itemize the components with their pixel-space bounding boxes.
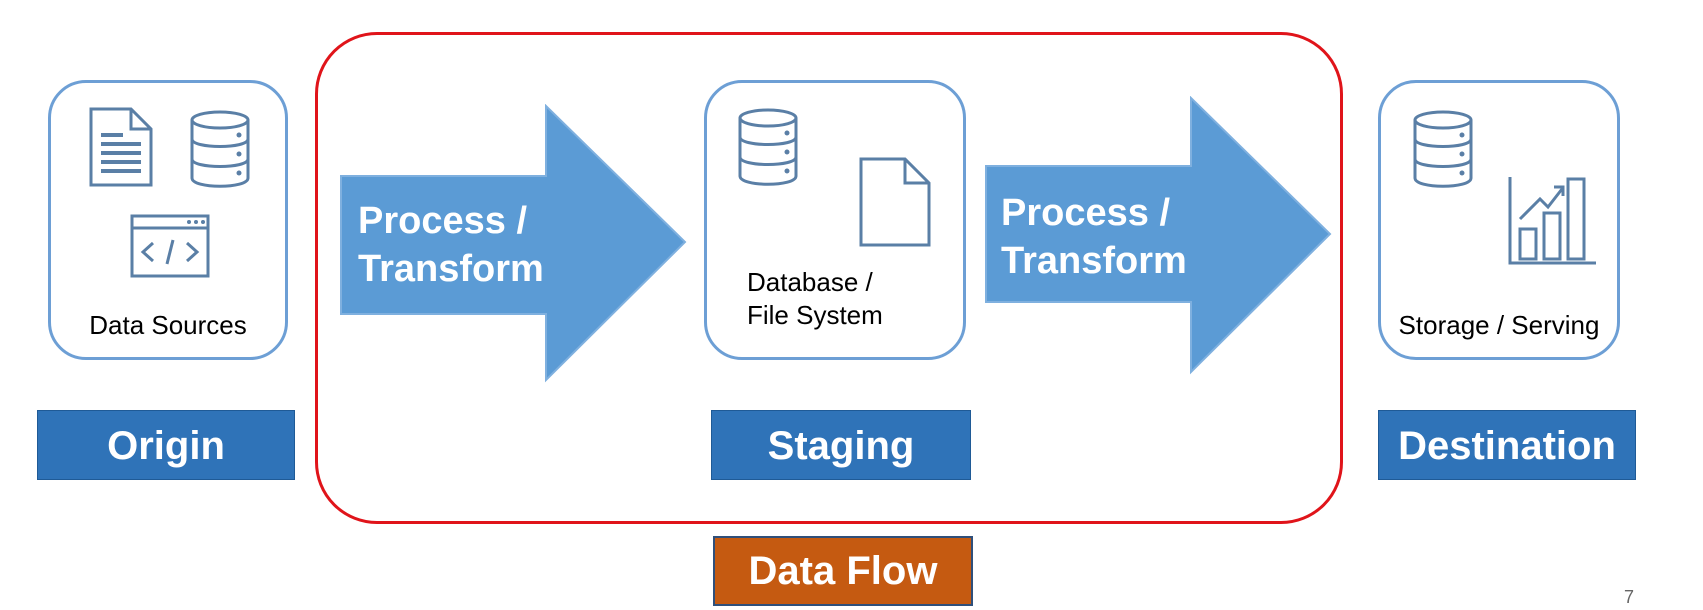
arrow-1-line2: Transform [358,248,544,290]
destination-card-label: Storage / Serving [1398,310,1600,340]
destination-card: Storage / Serving [1378,80,1620,360]
staging-stage-label: Staging [711,410,971,480]
data-flow-label: Data Flow [713,536,973,606]
database-icon [738,108,798,186]
process-arrow-1 [340,104,687,383]
staging-label-line1: Database / [747,267,873,297]
data-flow-frame [315,32,1343,524]
origin-stage-label: Origin [37,410,295,480]
arrow-2-line1: Process / [1001,192,1170,234]
database-icon [1413,110,1473,188]
arrow-2-line2: Transform [1001,240,1187,282]
process-arrow-2 [985,96,1332,375]
page-number: 7 [1624,587,1635,607]
origin-card-label: Data Sources [89,310,247,340]
arrow-2-label: Process / Transform [1001,189,1187,285]
code-window-icon [130,214,210,278]
staging-label-line2: File System [747,300,883,330]
staging-card: Database / File System [704,80,966,360]
staging-card-label: Database / File System [747,266,963,332]
document-icon [89,107,153,187]
arrow-1-line1: Process / [358,200,527,242]
bar-chart-icon [1508,177,1596,265]
destination-stage-label: Destination [1378,410,1636,480]
origin-card: Data Sources [48,80,288,360]
file-icon [859,157,931,247]
arrow-1-label: Process / Transform [358,197,544,293]
database-icon [190,110,250,188]
